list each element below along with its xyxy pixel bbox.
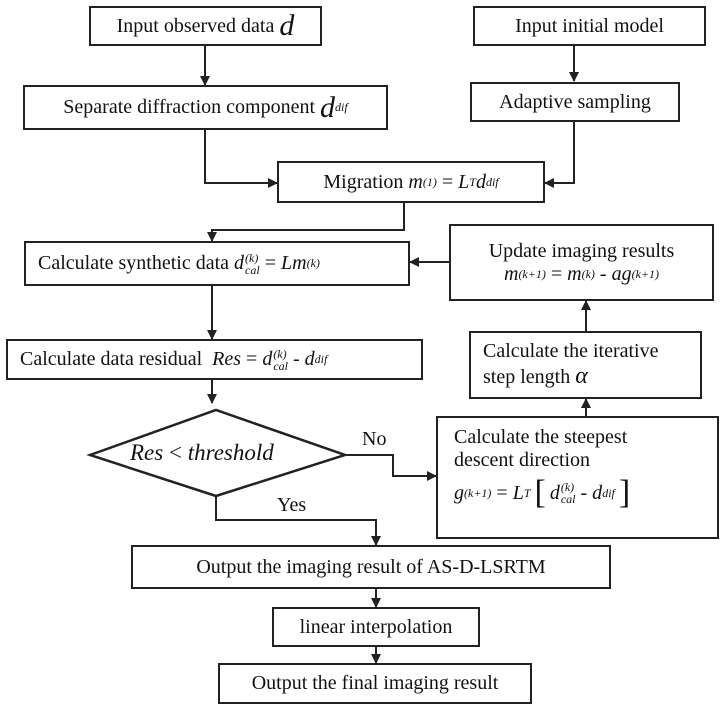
- label-yes: Yes: [277, 494, 307, 516]
- node-input-initial: Input initial model: [473, 6, 706, 46]
- edge-separate-to-migration: [204, 130, 278, 188]
- edge-adaptive-to-migration: [544, 122, 575, 188]
- math-d: d: [279, 9, 295, 42]
- node-linear-interpolation: linear interpolation: [272, 607, 480, 647]
- node-step-length: Calculate the iterative step length α: [469, 331, 702, 399]
- label-no: No: [362, 428, 387, 450]
- edge-migration-to-synthetic: [207, 203, 405, 242]
- math-alpha: α: [575, 363, 588, 389]
- node-steepest-descent: Calculate the steepest descent direction…: [436, 416, 719, 539]
- node-adaptive-sampling: Adaptive sampling: [470, 82, 680, 122]
- math-d-dif: d: [320, 90, 336, 124]
- edge-decision-no: [345, 454, 437, 481]
- node-final-result: Output the final imaging result: [218, 663, 532, 704]
- node-output-imaging-result: Output the imaging result of AS-D-LSRTM: [131, 545, 611, 589]
- left-bracket: [: [534, 474, 546, 511]
- node-synthetic-data: Calculate synthetic data d(k)cal = Lm(k): [24, 241, 410, 286]
- right-bracket: ]: [618, 474, 631, 511]
- decision-condition: Res < threshold: [130, 440, 274, 465]
- node-update-imaging: Update imaging results m(k+1) = m(k) - a…: [449, 224, 714, 301]
- node-data-residual: Calculate data residual Res = d(k)cal - …: [6, 339, 423, 380]
- node-input-observed: Input observed data d: [89, 6, 322, 46]
